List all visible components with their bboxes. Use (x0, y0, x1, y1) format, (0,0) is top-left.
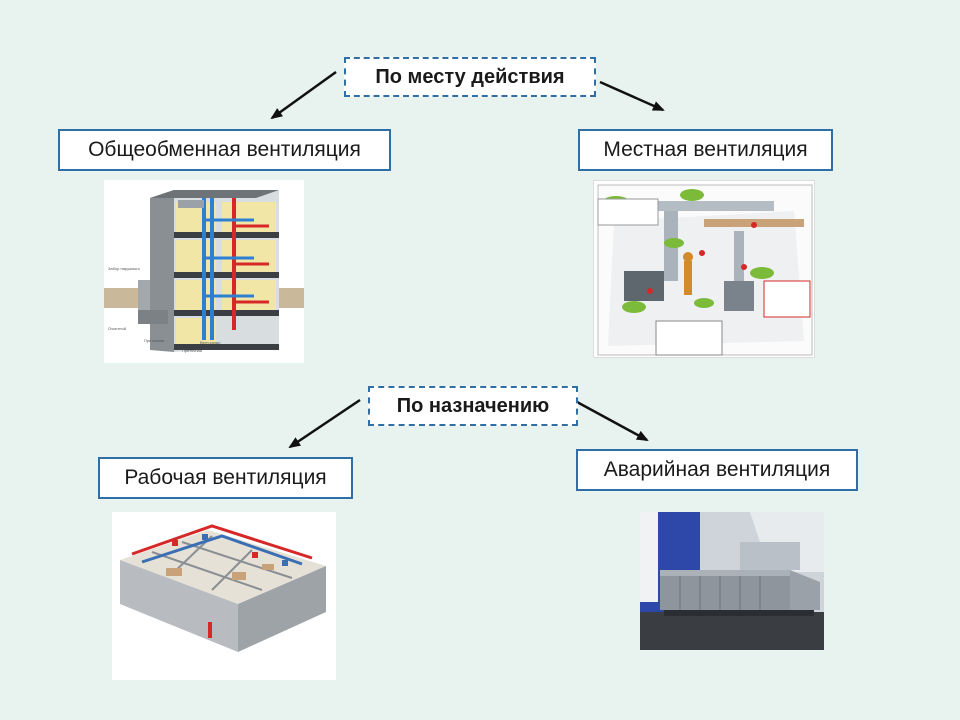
category-place-label: По месту действия (375, 65, 565, 88)
general-ventilation-box: Общеобменная вентиляция (58, 129, 391, 171)
emergency-ventilation-label: Аварийная вентиляция (603, 458, 831, 481)
category-place-box: По месту действия (344, 57, 596, 97)
working-ventilation-box: Рабочая вентиляция (98, 457, 353, 499)
category-purpose-box: По назначению (368, 386, 578, 426)
arrow-to-local (599, 80, 665, 112)
category-purpose-label: По назначению (396, 394, 550, 417)
arrow-to-working (288, 398, 361, 449)
svg-text:Забор наружного: Забор наружного (108, 266, 141, 271)
industrial-air-handling-unit-photo (640, 512, 824, 650)
svg-text:Приточная: Приточная (182, 348, 202, 353)
general-ventilation-label: Общеобменная вентиляция (88, 138, 361, 161)
svg-text:Приточная: Приточная (144, 338, 164, 343)
workshop-local-exhaust-diagram (593, 180, 815, 358)
building-ventilation-diagram: Забор наружного Очистной Приточная Прито… (104, 180, 304, 363)
local-ventilation-label: Местная вентиляция (603, 138, 808, 161)
emergency-ventilation-box: Аварийная вентиляция (576, 449, 858, 491)
arrow-to-emergency (576, 400, 649, 442)
svg-text:Очистной: Очистной (108, 326, 126, 331)
working-ventilation-label: Рабочая вентиляция (124, 466, 327, 489)
office-floor-ventilation-model (112, 512, 336, 680)
arrow-to-general (270, 70, 337, 120)
svg-text:Вент.канал: Вент.канал (200, 340, 221, 345)
local-ventilation-box: Местная вентиляция (578, 129, 833, 171)
